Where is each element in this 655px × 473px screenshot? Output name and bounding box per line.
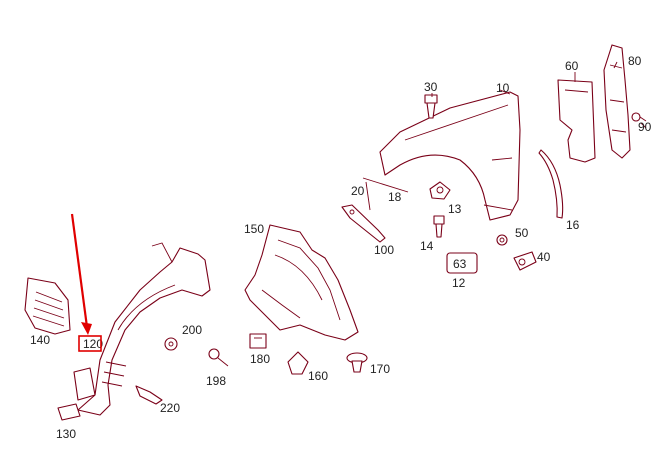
arrow-head-icon bbox=[81, 322, 92, 335]
washer-200-part[interactable] bbox=[164, 337, 178, 351]
bracket-100-part[interactable] bbox=[341, 204, 386, 243]
clip-130-part[interactable] bbox=[57, 403, 81, 421]
push-nut-40-part[interactable] bbox=[513, 251, 537, 271]
leader-lines bbox=[431, 61, 647, 129]
label-198: 198 bbox=[206, 374, 226, 388]
highlight-arrow bbox=[70, 213, 89, 328]
label-18: 18 bbox=[388, 190, 402, 204]
weather-strip-part[interactable] bbox=[362, 177, 409, 211]
label-100: 100 bbox=[374, 243, 394, 257]
label-120: 120 bbox=[83, 337, 103, 351]
badge-12-part[interactable]: 63 bbox=[446, 252, 478, 274]
clip-160-part[interactable] bbox=[287, 351, 309, 375]
label-50: 50 bbox=[515, 226, 529, 240]
grille-140-part[interactable] bbox=[24, 277, 71, 335]
wheel-arch-liner-part[interactable] bbox=[73, 242, 211, 416]
label-30: 30 bbox=[424, 80, 438, 94]
trim-strip-part[interactable] bbox=[538, 149, 564, 219]
label-170: 170 bbox=[370, 362, 390, 376]
label-140: 140 bbox=[30, 333, 50, 347]
rivet-170-part[interactable] bbox=[346, 352, 368, 373]
label-16: 16 bbox=[566, 218, 580, 232]
clip-180-part[interactable] bbox=[249, 333, 267, 349]
highlight-marker bbox=[70, 213, 102, 352]
plug-14-part[interactable] bbox=[433, 215, 445, 238]
badge-12-text: 63 bbox=[453, 257, 467, 271]
label-14: 14 bbox=[420, 239, 434, 253]
inner-liner-part[interactable] bbox=[244, 224, 359, 341]
grommet-50-part[interactable] bbox=[496, 234, 508, 246]
clip-30-part[interactable] bbox=[424, 94, 438, 119]
fender-part[interactable] bbox=[379, 91, 521, 221]
label-180: 180 bbox=[250, 352, 270, 366]
label-80: 80 bbox=[628, 54, 642, 68]
label-60: 60 bbox=[565, 59, 579, 73]
fender-bracket-part[interactable] bbox=[603, 44, 631, 159]
highlight-box bbox=[78, 335, 102, 352]
label-90: 90 bbox=[638, 120, 652, 134]
screw-90-part[interactable] bbox=[631, 112, 647, 122]
label-220: 220 bbox=[160, 401, 180, 415]
label-160: 160 bbox=[308, 369, 328, 383]
clip-13-part[interactable] bbox=[429, 181, 451, 200]
label-12: 12 bbox=[452, 276, 466, 290]
push-pin-220-part[interactable] bbox=[135, 385, 163, 405]
fender-seal-part[interactable] bbox=[557, 79, 596, 163]
label-20: 20 bbox=[351, 184, 365, 198]
part-labels: 10 30 60 80 90 20 18 13 16 100 14 50 40 … bbox=[30, 54, 652, 441]
label-130: 130 bbox=[56, 427, 76, 441]
label-40: 40 bbox=[537, 250, 551, 264]
label-13: 13 bbox=[448, 202, 462, 216]
label-200: 200 bbox=[182, 323, 202, 337]
screw-198-part[interactable] bbox=[208, 348, 229, 367]
label-10: 10 bbox=[496, 81, 510, 95]
label-150: 150 bbox=[244, 222, 264, 236]
